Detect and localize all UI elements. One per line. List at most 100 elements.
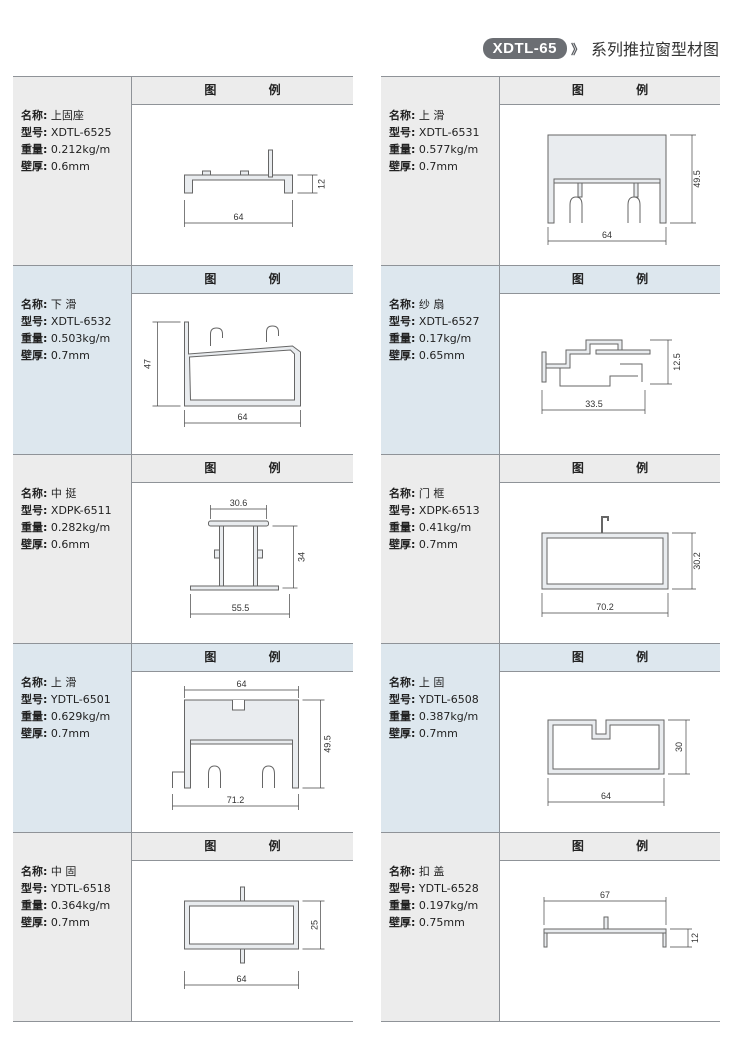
profile-name: 中 固 — [50, 865, 77, 878]
wall-label: 壁厚: — [21, 916, 48, 929]
model-label: 型号: — [21, 504, 48, 517]
profile-drawing: 64 25 — [132, 861, 353, 1021]
dimension-label: 55.5 — [232, 603, 250, 613]
model-label: 型号: — [21, 882, 48, 895]
legend-header: 图 例 — [500, 644, 720, 672]
profile-weight: 0.282kg/m — [50, 521, 111, 534]
spec-block: 名称: 上 固 型号: YDTL-6508 重量: 0.387kg/m 壁厚: … — [381, 644, 500, 832]
figure-area: 图 例 33.5 — [500, 266, 720, 454]
wall-label: 壁厚: — [389, 160, 416, 173]
profile-model: YDTL-6528 — [418, 882, 479, 895]
page-title: 系列推拉窗型材图 — [590, 40, 719, 59]
dimension-label: 64 — [236, 679, 246, 689]
dimension-label: 12.5 — [672, 353, 682, 371]
name-label: 名称: — [389, 676, 416, 689]
model-label: 型号: — [389, 126, 416, 139]
profile-model: XDTL-6532 — [50, 315, 112, 328]
profile-wall: 0.75mm — [418, 916, 465, 929]
name-label: 名称: — [21, 487, 48, 500]
dimension-label: 47 — [143, 359, 153, 369]
profile-svg: 64 30 — [547, 719, 690, 806]
profile-svg: 30.6 55.5 34 — [190, 498, 307, 618]
profile-wall: 0.7mm — [50, 349, 90, 362]
wall-label: 壁厚: — [389, 916, 416, 929]
legend-header: 图 例 — [500, 77, 720, 105]
profile-name: 中 挺 — [50, 487, 77, 500]
figure-area: 图 例 — [500, 77, 720, 265]
dimension-label: 30.6 — [230, 498, 248, 508]
spec-block: 名称: 上 滑 型号: XDTL-6531 重量: 0.577kg/m 壁厚: … — [381, 77, 500, 265]
name-label: 名称: — [389, 298, 416, 311]
profile-svg: 64 25 — [184, 886, 325, 989]
profile-weight: 0.41kg/m — [418, 521, 472, 534]
legend-header: 图 例 — [132, 455, 353, 483]
dimension-label: 49.5 — [692, 170, 702, 188]
model-label: 型号: — [21, 315, 48, 328]
figure-area: 图 例 — [132, 644, 353, 832]
weight-label: 重量: — [389, 710, 416, 723]
profile-drawing: 64 12 — [132, 105, 353, 265]
dimension-label: 30 — [674, 742, 684, 752]
profile-name: 门 框 — [418, 487, 445, 500]
right-column: 名称: 上 滑 型号: XDTL-6531 重量: 0.577kg/m 壁厚: … — [381, 76, 720, 1022]
figure-area: 图 例 67 12 — [500, 833, 720, 1021]
profile-card-xdpk-6513: 名称: 门 框 型号: XDPK-6513 重量: 0.41kg/m 壁厚: 0… — [381, 454, 720, 643]
dimension-label: 25 — [310, 920, 320, 930]
profile-name: 上固座 — [50, 109, 84, 122]
profile-drawing: 64 49.5 — [500, 105, 720, 265]
weight-label: 重量: — [389, 143, 416, 156]
profile-card-xdtl-6527: 名称: 纱 扇 型号: XDTL-6527 重量: 0.17kg/m 壁厚: 0… — [381, 265, 720, 454]
profile-weight: 0.387kg/m — [418, 710, 479, 723]
profile-wall: 0.6mm — [50, 538, 90, 551]
profile-svg: 33.5 12.5 — [541, 339, 682, 414]
wall-label: 壁厚: — [21, 727, 48, 740]
dimension-label: 49.5 — [323, 735, 333, 753]
profile-svg: 64 47 — [143, 321, 301, 427]
wall-label: 壁厚: — [21, 538, 48, 551]
left-column: 名称: 上固座 型号: XDTL-6525 重量: 0.212kg/m 壁厚: … — [13, 76, 353, 1022]
spec-block: 名称: 扣 盖 型号: YDTL-6528 重量: 0.197kg/m 壁厚: … — [381, 833, 500, 1021]
profile-drawing: 64 71.2 49.5 — [132, 672, 353, 832]
profile-svg: 64 49.5 — [547, 134, 702, 245]
spec-block: 名称: 门 框 型号: XDPK-6513 重量: 0.41kg/m 壁厚: 0… — [381, 455, 500, 643]
profile-drawing: 33.5 12.5 — [500, 294, 720, 454]
profile-wall: 0.7mm — [50, 916, 90, 929]
weight-label: 重量: — [21, 899, 48, 912]
profile-name: 下 滑 — [50, 298, 77, 311]
profile-model: XDTL-6525 — [50, 126, 112, 139]
profile-wall: 0.7mm — [50, 727, 90, 740]
profile-svg: 70.2 30.2 — [541, 516, 702, 617]
dimension-label: 67 — [600, 890, 610, 900]
profile-model: YDTL-6508 — [418, 693, 479, 706]
model-label: 型号: — [389, 693, 416, 706]
profile-weight: 0.629kg/m — [50, 710, 111, 723]
figure-area: 图 例 — [132, 455, 353, 643]
legend-header: 图 例 — [132, 833, 353, 861]
profile-name: 上 固 — [418, 676, 445, 689]
spec-block: 名称: 中 挺 型号: XDPK-6511 重量: 0.282kg/m 壁厚: … — [13, 455, 132, 643]
profile-svg: 64 71.2 49.5 — [172, 679, 333, 810]
wall-label: 壁厚: — [389, 349, 416, 362]
dimension-label: 64 — [237, 412, 247, 422]
legend-header: 图 例 — [132, 644, 353, 672]
profile-name: 纱 扇 — [418, 298, 445, 311]
legend-header: 图 例 — [500, 455, 720, 483]
profile-model: XDTL-6531 — [418, 126, 480, 139]
profile-drawing: 64 30 — [500, 672, 720, 832]
series-badge: XDTL-65 — [482, 37, 567, 59]
figure-area: 图 例 64 30 — [500, 644, 720, 832]
profile-model: YDTL-6518 — [50, 882, 111, 895]
dimension-label: 64 — [233, 212, 243, 222]
dimension-label: 64 — [601, 791, 611, 801]
dimension-label: 12 — [690, 933, 700, 943]
chevron-right-icon: 》 — [570, 42, 584, 58]
name-label: 名称: — [21, 109, 48, 122]
profile-name: 扣 盖 — [418, 865, 445, 878]
name-label: 名称: — [21, 298, 48, 311]
profile-weight: 0.503kg/m — [50, 332, 111, 345]
wall-label: 壁厚: — [21, 160, 48, 173]
profile-card-ydtl-6501: 名称: 上 滑 型号: YDTL-6501 重量: 0.629kg/m 壁厚: … — [13, 643, 353, 832]
spec-block: 名称: 纱 扇 型号: XDTL-6527 重量: 0.17kg/m 壁厚: 0… — [381, 266, 500, 454]
weight-label: 重量: — [21, 332, 48, 345]
weight-label: 重量: — [21, 521, 48, 534]
